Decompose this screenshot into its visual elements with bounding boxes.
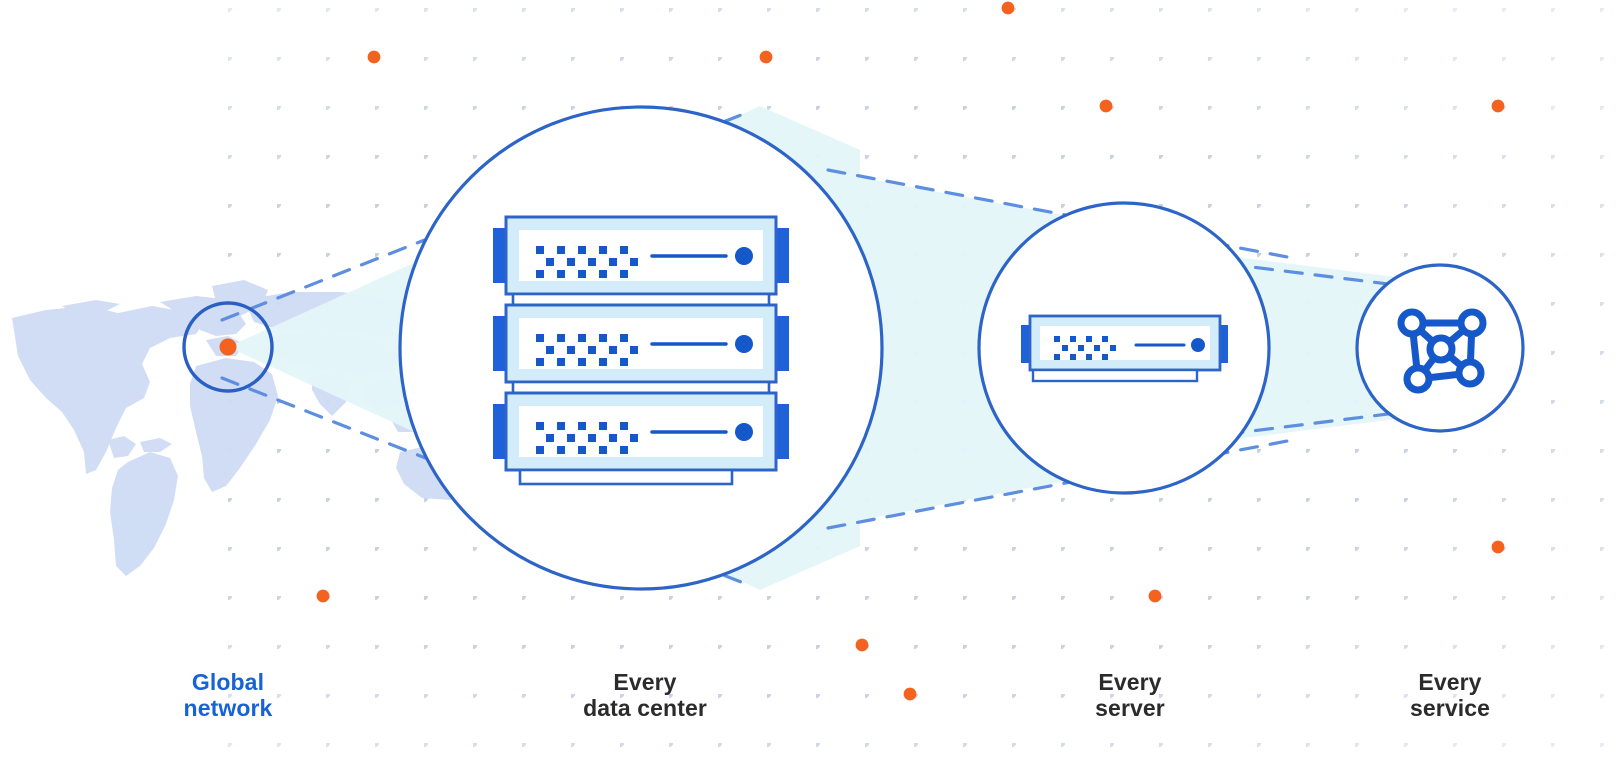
server-unit-base (1031, 368, 1199, 383)
highlight-dot (759, 50, 773, 64)
highlight-dot (1001, 1, 1015, 15)
mesh-node-bottom-left (1403, 364, 1433, 394)
vent-dots-server (1054, 336, 1116, 360)
highlight-dots (316, 1, 1505, 701)
highlight-dot (855, 638, 869, 652)
server-status-led-1 (735, 247, 753, 265)
vent-dots-1 (536, 246, 638, 278)
vent-dots-3 (536, 422, 638, 454)
server-unit-icon[interactable] (1021, 314, 1228, 383)
label-every-service: Every service (1410, 669, 1490, 721)
server-rack-unit-2 (493, 303, 789, 384)
server-status-led-2 (735, 335, 753, 353)
server-rack-icon[interactable] (493, 215, 789, 486)
highlight-dot (1148, 589, 1162, 603)
label-every-server: Every server (1095, 669, 1165, 721)
highlight-dot (1491, 99, 1505, 113)
mesh-node-bottom-right (1455, 358, 1485, 388)
highlight-dot (316, 589, 330, 603)
highlight-dot (367, 50, 381, 64)
mesh-node-center (1426, 334, 1456, 364)
server-status-led-3 (735, 423, 753, 441)
label-global-network: Global network (183, 669, 273, 721)
label-every-data-center: Every data center (583, 669, 707, 721)
mesh-node-top-left (1397, 308, 1427, 338)
map-focus-circle[interactable] (182, 301, 274, 393)
server-rack-unit-3 (493, 391, 789, 472)
server-rack-unit-1 (493, 215, 789, 296)
map-location-marker (219, 338, 237, 356)
server-status-led-single (1191, 338, 1205, 352)
service-mesh-icon[interactable] (1397, 308, 1487, 394)
rack-base (518, 468, 734, 486)
highlight-dot (1491, 540, 1505, 554)
highlight-dot (1099, 99, 1113, 113)
vent-dots-2 (536, 334, 638, 366)
highlight-dot (903, 687, 917, 701)
mesh-node-top-right (1457, 308, 1487, 338)
